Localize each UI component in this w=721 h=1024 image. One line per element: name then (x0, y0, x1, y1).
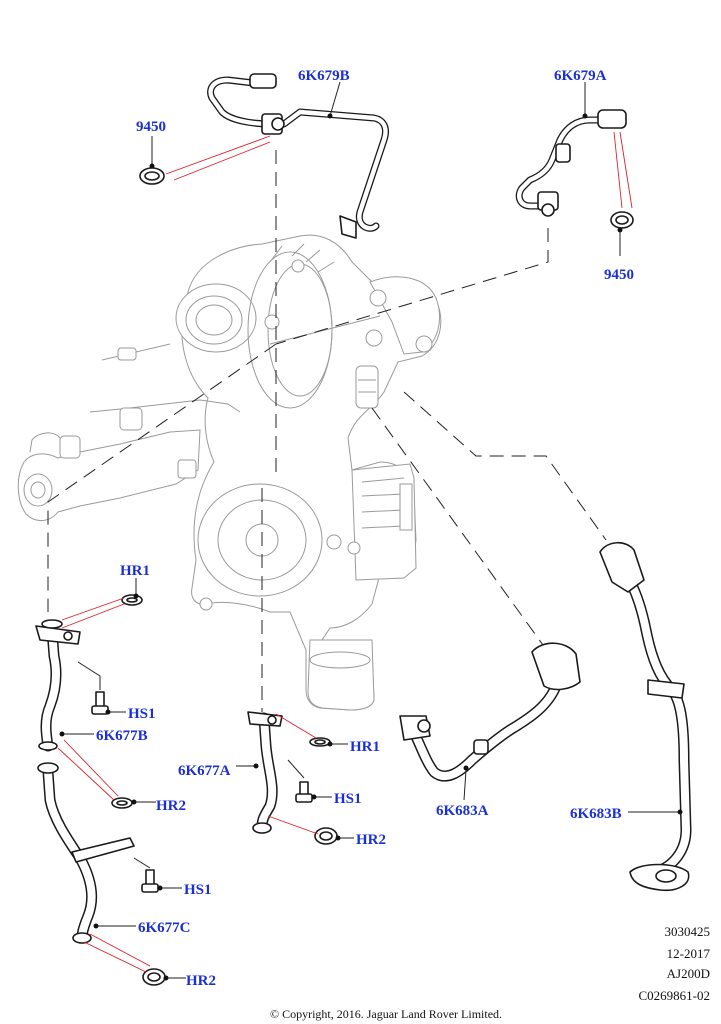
tube-6k677a (247, 711, 283, 834)
label-hr1-left: HR1 (120, 563, 150, 579)
label-hs1-left: HS1 (128, 706, 156, 722)
label-6k679b: 6K679B (298, 68, 350, 84)
seal-9450-right (610, 211, 634, 229)
meta-ref: C0269861-02 (639, 988, 711, 1003)
seal-hr1-left (121, 594, 143, 606)
turbocharger-assembly-ghost (17, 234, 442, 711)
hose-6k683b (599, 541, 692, 892)
seal-hr2-bottom (142, 968, 166, 986)
metadata-block: 3030425 12-2017 AJ200D C0269861-02 (639, 924, 711, 1003)
seal-hr2-center (314, 827, 338, 845)
seal-hr2-mid (111, 797, 133, 809)
label-6k679a: 6K679A (554, 68, 607, 84)
tube-6k677c (37, 762, 135, 944)
callout-leaders (59, 81, 683, 981)
bolt-hs1-center (295, 781, 313, 803)
bolt-hs1-lower (141, 869, 159, 893)
label-9450-left: 9450 (136, 119, 166, 135)
bolt-hs1-left (91, 691, 109, 715)
label-6k677b: 6K677B (96, 728, 148, 744)
label-6k683a: 6K683A (436, 803, 489, 819)
seal-9450-left (139, 167, 165, 185)
label-hr2-mid: HR2 (156, 798, 186, 814)
label-6k677a: 6K677A (178, 763, 231, 779)
pipe-6k679b (207, 73, 390, 239)
label-9450-right: 9450 (604, 267, 634, 283)
label-hs1-center: HS1 (334, 791, 362, 807)
meta-engine: AJ200D (667, 966, 710, 981)
hose-6k683a (399, 642, 581, 782)
label-hr2-center: HR2 (356, 832, 386, 848)
seal-hr1-center (309, 737, 331, 747)
assembly-guide-lines (47, 150, 607, 712)
meta-date: 12-2017 (667, 946, 711, 961)
label-hr2-bottom: HR2 (186, 973, 216, 989)
label-hr1-center: HR1 (350, 739, 380, 755)
callout-labels: 6K679B 6K679A 9450 9450 HR1 HS1 6K677B H… (96, 68, 634, 989)
meta-code: 3030425 (665, 924, 711, 939)
label-hs1-lower: HS1 (184, 882, 212, 898)
copyright-notice: © Copyright, 2016. Jaguar Land Rover Lim… (270, 1007, 502, 1021)
label-6k683b: 6K683B (570, 806, 622, 822)
pipe-6k679a (515, 109, 627, 217)
tube-6k677b (35, 619, 81, 752)
red-leader-lines (57, 131, 633, 973)
label-6k677c: 6K677C (138, 920, 191, 936)
